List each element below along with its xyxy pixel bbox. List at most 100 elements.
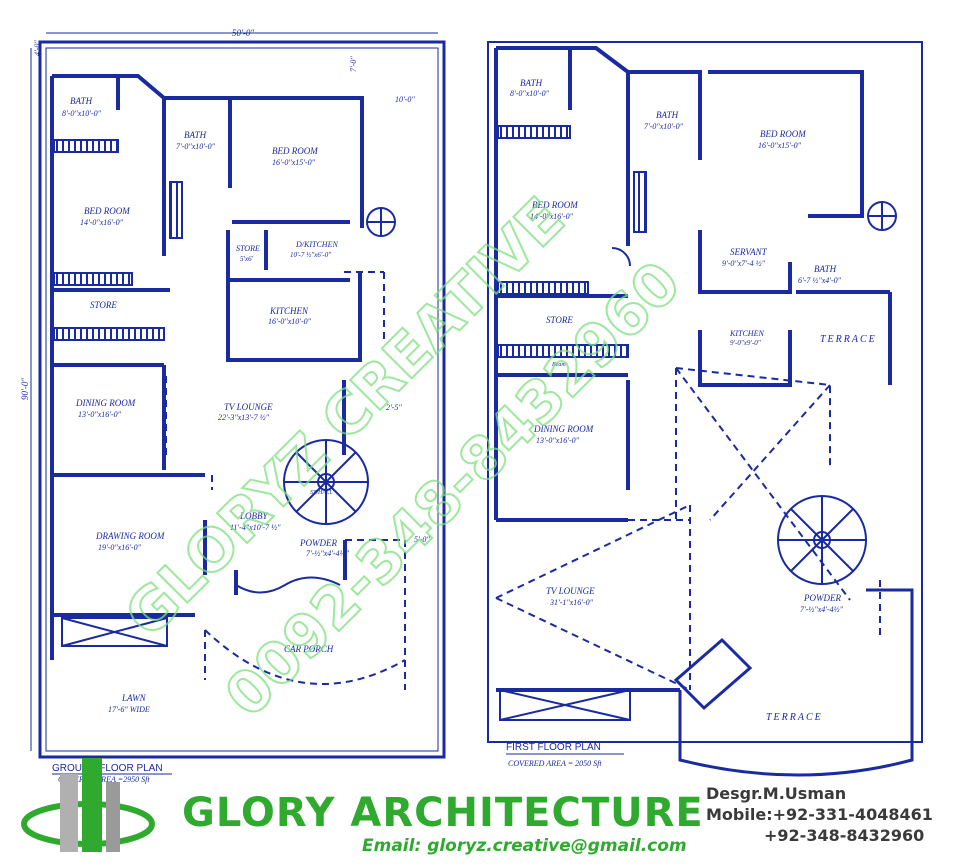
room-name: D/KITCHEN: [295, 240, 338, 249]
room-name: KITCHEN: [729, 329, 764, 338]
room-size: 10'-7 ½"x6'-0": [290, 251, 331, 259]
first-wardrobe: [633, 171, 647, 233]
room-name: TERRACE: [766, 712, 823, 723]
room-size: 7'-0"x10'-0": [644, 122, 684, 131]
overall-width-label: 50'-0": [232, 28, 254, 38]
room-name: BED ROOM: [532, 200, 578, 210]
mobile-number-2[interactable]: +92-348-8432960: [764, 826, 925, 845]
beam-label: Beam: [552, 362, 566, 368]
ground-floor-plan: [30, 32, 446, 759]
room-size: 16'-0"x10'-0": [268, 317, 312, 326]
email-address[interactable]: gloryz.creative@gmail.com: [427, 836, 687, 856]
room-size: 16'-0"x15'-0": [272, 158, 316, 167]
room-name: SERVANT: [730, 247, 768, 257]
first-window-store: [497, 344, 629, 358]
room-name: CAR PORCH: [284, 644, 334, 654]
room-name: BATH: [70, 96, 93, 106]
room-name: DINING ROOM: [533, 424, 594, 434]
first-gate: [499, 689, 631, 721]
room-name: BED ROOM: [84, 206, 130, 216]
ground-spiral-stair: [283, 207, 396, 525]
room-size: 14'-0"x16'-0": [530, 212, 574, 221]
room-name: STORE: [236, 244, 260, 253]
first-room-labels: BATH 8'-0"x10'-0" BATH 7'-0"x10'-0" BED …: [510, 78, 877, 723]
first-window-bath: [497, 125, 571, 139]
mobile-line-1: Mobile:+92-331-4048461: [706, 804, 933, 825]
ground-window-bath: [53, 139, 119, 153]
overall-depth-label: 90'-0": [20, 378, 30, 400]
ground-wardrobe: [169, 181, 183, 239]
room-name: BED ROOM: [760, 129, 806, 139]
first-floor-title: FIRST FLOOR PLAN: [506, 742, 601, 753]
room-name: BATH: [656, 110, 679, 120]
room-name: STORE: [90, 300, 117, 310]
ground-floor-covered-area: COVERED AREA =2950 Sft: [58, 775, 150, 784]
dimension-labels: 50'-0" 90'-0" 4'-0" 7'-0" 10'-0" 2'-5" 5…: [20, 28, 430, 544]
ground-window-bedroom: [53, 272, 133, 286]
email-line: Email: gloryz.creative@gmail.com: [362, 836, 687, 856]
first-bay-window: [673, 637, 753, 711]
room-size: 11'-4"x10'-7 ½": [230, 523, 281, 532]
room-size: 8'-0"x10'-0": [62, 109, 102, 118]
ground-plot-boundary: [38, 40, 446, 759]
ground-dashed-openings: [165, 271, 406, 690]
ground-walls: [50, 74, 364, 660]
first-window-bedroom: [497, 281, 589, 295]
first-floor-plan: [487, 41, 923, 777]
ground-gate: [61, 617, 168, 647]
room-size: 8'-0"x10'-0": [510, 89, 550, 98]
room-size: 13'-0"x16'-0": [78, 410, 122, 419]
room-size: 16'-0"x15'-0": [758, 141, 802, 150]
room-name: BATH: [184, 130, 207, 140]
ground-room-labels: BATH 8'-0"x10'-0" BATH 7'-0"x10'-0" BED …: [62, 96, 350, 714]
ground-plot-inner-line: [45, 47, 439, 752]
mobile-label: Mobile:: [706, 805, 773, 824]
ground-lobby-curve: [235, 576, 341, 594]
company-logo: [21, 758, 155, 852]
setback-label-4: 2'-5": [386, 403, 402, 412]
room-size: 19'-0"x16'-0": [98, 543, 142, 552]
contact-block: Desgr.M.Usman Mobile:+92-331-4048461 +92…: [706, 783, 933, 846]
room-name: DRAWING ROOM: [95, 531, 165, 541]
room-name: POWDER: [803, 593, 841, 603]
room-size: 14'-0"x16'-0": [80, 218, 124, 227]
ground-window-dining: [53, 327, 165, 341]
room-name: KITCHEN: [269, 306, 309, 316]
ground-floor-title: GROUND FLOOR PLAN: [52, 763, 163, 774]
first-terrace-outline: [678, 588, 914, 777]
room-size: 9'-0"x7'-4 ½": [722, 259, 766, 268]
room-name: BATH: [814, 264, 837, 274]
first-floor-covered-area: COVERED AREA = 2050 Sft: [508, 759, 602, 768]
room-size: 7'-0"x10'-0": [176, 142, 216, 151]
mobile-number-1[interactable]: +92-331-4048461: [772, 805, 933, 824]
first-door-swing: [611, 247, 631, 267]
room-name: DINING ROOM: [75, 398, 136, 408]
room-size: 9'-0"x9'-0": [730, 339, 761, 347]
room-size: 5'x6': [240, 255, 254, 263]
designer-name: Desgr.M.Usman: [706, 784, 847, 803]
email-label: Email:: [362, 836, 422, 856]
room-name: BATH: [520, 78, 543, 88]
room-name: POWDER: [299, 538, 337, 548]
stair-label: ST/HALL: [310, 490, 333, 496]
room-size: 7'-½"x4'-4½": [800, 605, 844, 614]
room-size: 13'-0"x16'-0": [536, 436, 580, 445]
room-name: BED ROOM: [272, 146, 318, 156]
setback-label-1: 4'-0": [33, 40, 42, 56]
room-name: LAWN: [121, 693, 147, 703]
room-name: TV LOUNGE: [224, 402, 273, 412]
setback-label-5: 5'-0": [414, 535, 430, 544]
first-plot-boundary: [487, 41, 923, 743]
room-size: 6'-7 ½"x4'-0": [798, 276, 842, 285]
room-size: 22'-3"x13'-7 ½": [218, 413, 270, 422]
setback-label-2: 7'-0": [349, 56, 358, 72]
room-size: 31'-1"x16'-0": [549, 598, 594, 607]
room-size: 7'-½"x4'-4½": [306, 549, 350, 558]
setback-label-3: 10'-0": [395, 95, 415, 104]
room-size: 17'-6" WIDE: [108, 705, 150, 714]
room-name: TERRACE: [820, 334, 877, 345]
room-name: LOBBY: [239, 511, 269, 521]
company-name: GLORY ARCHITECTURE: [182, 790, 704, 836]
room-name: TV LOUNGE: [546, 586, 595, 596]
